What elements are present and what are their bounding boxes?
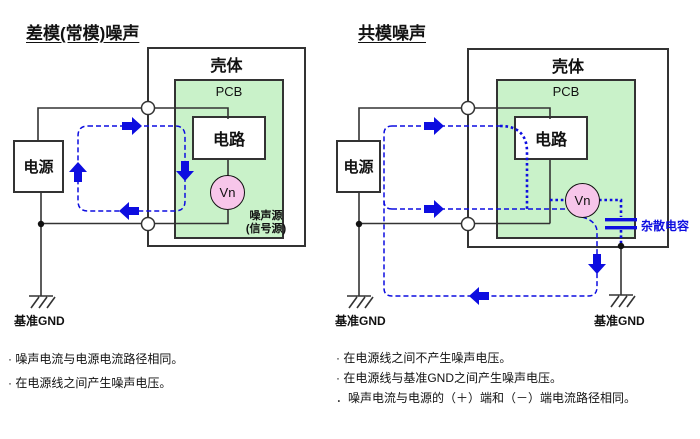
- right-title: 共模噪声: [358, 24, 426, 43]
- left-flow-arrow-up: [69, 162, 87, 182]
- left-noise-source-caption-line2: (信号源): [245, 222, 287, 235]
- left-noise-source-circle: Vn: [210, 175, 245, 210]
- left-bullet-1: · 噪声电流与电源电流路径相同。: [8, 352, 184, 366]
- right-circuit-box: 电路: [514, 116, 588, 160]
- right-ground-label-right: 基准GND: [594, 314, 645, 328]
- right-flow-arrow-down: [588, 254, 606, 274]
- right-ground-symbol-right: [609, 294, 636, 308]
- right-junction-dot: [355, 220, 363, 228]
- right-bullet-list: · 在电源线之间不产生噪声电压。 · 在电源线与基准GND之间产生噪声电压。 ．…: [336, 348, 636, 408]
- right-power-box: 电源: [336, 140, 381, 193]
- left-flow-arrow-right: [122, 117, 142, 135]
- left-enclosure-label: 壳体: [210, 58, 243, 75]
- left-circuit-box: 电路: [192, 116, 266, 160]
- right-bullet-3: ．噪声电流与电源的（＋）端和（－）端电流路径相同。: [336, 391, 637, 405]
- stray-capacitance-label: 杂散电容: [641, 219, 690, 233]
- left-junction-dot: [37, 220, 45, 228]
- right-flow-arrow-top: [424, 117, 444, 135]
- left-power-box: 电源: [13, 140, 64, 193]
- left-noise-source-caption-line1: 噪声源: [249, 210, 283, 222]
- left-noise-source-caption: 噪声源 (信号源): [240, 210, 292, 235]
- right-flow-arrow-return: [469, 287, 489, 305]
- right-enclosure-label: 壳体: [551, 59, 584, 76]
- left-flow-arrow-left: [119, 202, 139, 220]
- left-title: 差模(常模)噪声: [26, 24, 140, 43]
- right-ground-symbol-left: [347, 295, 374, 309]
- left-pcb-label: PCB: [215, 84, 243, 99]
- right-noise-source-circle: Vn: [565, 183, 600, 218]
- right-flow-arrow-mid: [424, 200, 444, 218]
- right-pcb-label: PCB: [552, 84, 580, 99]
- left-bullet-2: · 在电源线之间产生噪声电压。: [8, 376, 172, 390]
- left-bullet-list: · 噪声电流与电源电流路径相同。 · 在电源线之间产生噪声电压。: [8, 347, 183, 395]
- right-bullet-1: · 在电源线之间不产生噪声电压。: [336, 351, 512, 365]
- left-ground-symbol: [29, 295, 56, 309]
- right-bullet-2: · 在电源线与基准GND之间产生噪声电压。: [336, 371, 562, 385]
- right-ground-label-left: 基准GND: [335, 314, 386, 328]
- left-ground-label: 基准GND: [14, 314, 65, 328]
